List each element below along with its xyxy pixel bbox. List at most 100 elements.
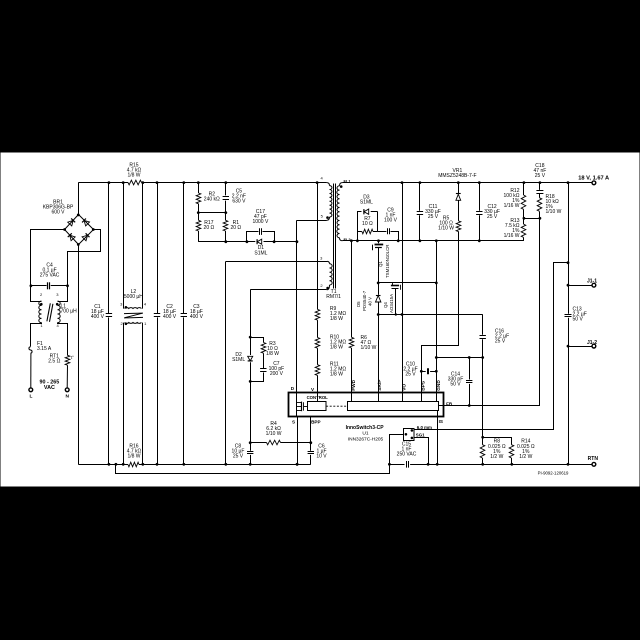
svg-text:BPP: BPP [311,420,320,425]
svg-text:2.2 µF: 2.2 µF [403,366,417,372]
svg-text:0.025 Ω: 0.025 Ω [517,444,535,450]
svg-text:R12: R12 [510,188,519,194]
svg-text:R14: R14 [521,439,530,445]
svg-text:2.5 Ω: 2.5 Ω [48,358,60,364]
svg-text:C16: C16 [495,329,504,335]
svg-text:20 Ω: 20 Ω [230,225,241,231]
svg-text:250 VAC: 250 VAC [397,452,417,458]
svg-text:25 V: 25 V [487,214,498,220]
svg-text:200 V: 200 V [270,371,284,377]
svg-text:L: L [30,393,33,399]
svg-text:1%: 1% [546,204,554,210]
svg-text:1 nF: 1 nF [385,212,395,218]
svg-text:1/10 W: 1/10 W [266,431,282,437]
svg-text:D5: D5 [356,301,361,307]
svg-text:700 µH: 700 µH [61,309,78,315]
svg-text:1/8 W: 1/8 W [127,453,140,459]
svg-text:1/16 W: 1/16 W [504,203,520,209]
svg-text:1000 V: 1000 V [252,219,269,225]
svg-text:4: 4 [56,323,59,328]
svg-text:RTN: RTN [588,456,599,462]
svg-text:BPS: BPS [420,380,426,391]
svg-text:18 µF: 18 µF [190,309,203,315]
svg-text:1/8 W: 1/8 W [266,351,279,357]
svg-text:R11: R11 [330,362,339,368]
svg-text:C18: C18 [535,163,544,169]
svg-text:50 V: 50 V [450,382,461,388]
svg-text:600 V: 600 V [51,210,65,216]
svg-text:C1: C1 [94,304,101,310]
svg-text:10 V: 10 V [316,453,327,459]
svg-text:25 V: 25 V [495,339,506,345]
svg-text:V: V [311,387,315,392]
svg-text:R5: R5 [443,216,450,222]
svg-text:400 V: 400 V [190,314,204,320]
svg-text:275 VAC: 275 VAC [40,273,60,279]
svg-text:1/8 W: 1/8 W [330,316,343,322]
svg-text:25 V: 25 V [535,173,546,179]
svg-text:C14: C14 [451,372,460,378]
svg-text:U1: U1 [362,431,368,437]
svg-text:R16: R16 [129,443,138,449]
svg-text:FL2: FL2 [344,237,352,242]
svg-text:C6: C6 [318,443,325,449]
svg-text:SR/P: SR/P [377,379,383,391]
svg-text:FWD: FWD [351,379,357,390]
svg-text:MMSZ5248B-7-F: MMSZ5248B-7-F [438,173,476,179]
svg-text:J1-1: J1-1 [587,278,597,284]
svg-text:INN3267C-H205: INN3267C-H205 [348,436,384,442]
svg-text:S1ML: S1ML [232,357,245,363]
svg-text:100 pF: 100 pF [269,366,285,372]
svg-text:C10: C10 [406,361,415,367]
svg-text:1.2 MΩ: 1.2 MΩ [330,367,347,373]
svg-text:R4: R4 [270,421,277,427]
svg-text:20 Ω: 20 Ω [204,225,215,231]
svg-text:1: 1 [40,323,43,328]
svg-text:4.7 kΩ: 4.7 kΩ [127,168,142,174]
svg-text:T1: T1 [331,289,337,295]
svg-text:R8: R8 [494,439,501,445]
svg-text:N: N [65,393,69,399]
svg-text:1/2 W: 1/2 W [490,454,503,460]
svg-text:100 V: 100 V [384,217,398,223]
svg-text:7.5 kΩ: 7.5 kΩ [505,223,520,229]
svg-text:2.2 µF: 2.2 µF [573,312,587,318]
svg-text:0.1 µF: 0.1 µF [42,268,56,274]
svg-text:RM7/1: RM7/1 [326,294,341,300]
svg-text:3.15 A: 3.15 A [37,346,52,352]
svg-text:1/10 W: 1/10 W [361,345,377,351]
svg-text:1.2 MΩ: 1.2 MΩ [330,340,347,346]
svg-text:C15: C15 [402,442,411,448]
svg-text:2: 2 [40,292,43,297]
svg-text:L1: L1 [61,304,67,310]
svg-text:R13: R13 [510,218,519,224]
svg-text:R6: R6 [361,335,368,341]
svg-text:C2: C2 [166,304,173,310]
svg-text:2: 2 [320,283,323,288]
svg-text:C5: C5 [236,189,243,195]
svg-text:R2: R2 [209,192,216,198]
svg-text:10 kΩ: 10 kΩ [546,199,559,205]
svg-text:1 µF: 1 µF [316,448,326,454]
svg-text:18 V, 1.67 A: 18 V, 1.67 A [578,176,609,182]
svg-text:1%: 1% [512,198,520,204]
svg-text:t°: t° [71,355,74,360]
svg-text:C3: C3 [193,304,200,310]
svg-text:1/16 W: 1/16 W [504,233,520,239]
svg-text:S: S [292,420,295,425]
svg-text:1/10 W: 1/10 W [546,209,562,215]
svg-text:R15: R15 [129,163,138,169]
svg-text:3: 3 [120,302,123,307]
svg-text:R10: R10 [330,335,339,341]
svg-text:100 Ω: 100 Ω [439,221,453,227]
svg-text:6.0 mm: 6.0 mm [417,425,432,430]
svg-text:IS: IS [439,419,443,424]
svg-text:1 nF: 1 nF [401,447,411,453]
svg-text:AO3415A: AO3415A [389,294,394,313]
svg-text:D3: D3 [363,195,370,201]
svg-text:F1: F1 [37,341,43,347]
svg-text:R7: R7 [364,216,371,222]
svg-text:1/10 W: 1/10 W [438,226,454,232]
svg-text:400 V: 400 V [163,314,177,320]
svg-text:S1ML: S1ML [254,250,267,256]
